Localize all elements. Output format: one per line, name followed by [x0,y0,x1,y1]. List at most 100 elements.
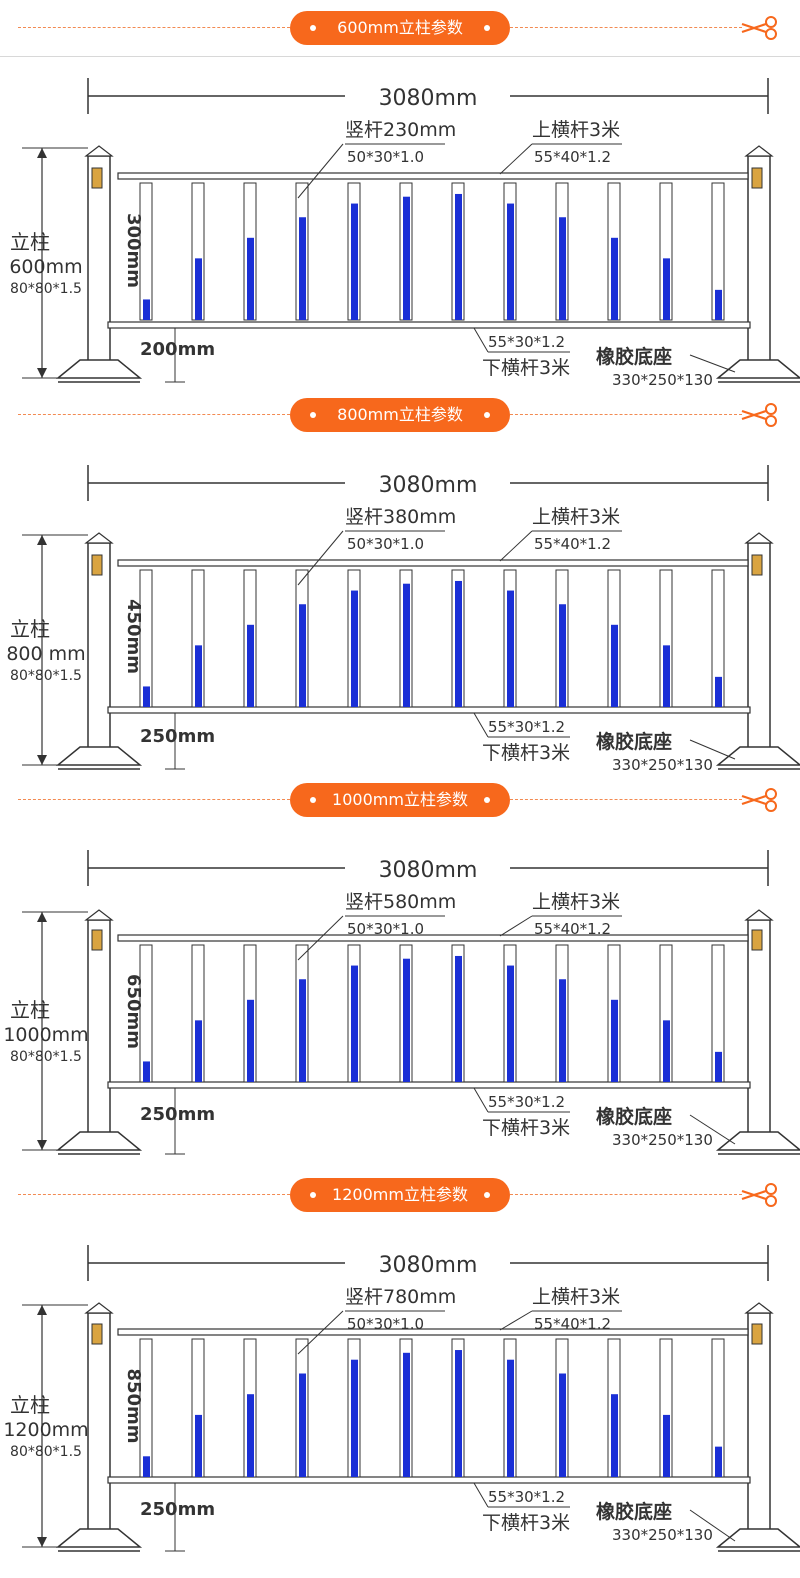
rubber-base-label: 橡胶底座 [596,345,672,368]
rubber-base-label: 橡胶底座 [596,730,672,753]
picket-blue-fill [663,645,670,707]
post-cap [744,145,774,157]
fence-picket [191,1338,205,1478]
leader-line [297,1310,344,1355]
picket-blue-fill [611,624,618,707]
scissors-icon [741,16,777,40]
total-width-label: 3080mm [379,1253,478,1278]
fence-picket [399,569,413,708]
top-rail-spec-label: 55*40*1.2 [534,535,611,553]
fence-picket [139,1338,153,1478]
dashed-divider-left [18,1194,290,1195]
picket-blue-fill [247,999,254,1082]
rail-bracket-icon [91,167,103,189]
leader-line [499,530,533,562]
fence-picket [503,944,517,1083]
top-rail-label: 上横杆3米 [532,119,620,141]
picket-blue-fill [403,958,410,1082]
picket-blue-fill [559,979,566,1082]
ground-gap-label: 250mm [140,1104,215,1125]
fence-picket [139,569,153,708]
rubber-base-spec-label: 330*250*130 [612,756,713,774]
total-width-label: 3080mm [379,473,478,498]
picket-blue-fill [611,237,618,320]
bullet-dot-icon [484,412,490,418]
fence-picket [711,944,725,1083]
post-spec-label: 80*80*1.5 [10,1049,82,1065]
inner-height-label: 300mm [123,213,144,288]
fence-picket [503,569,517,708]
picket-blue-fill [247,624,254,707]
rubber-base [715,1528,800,1548]
post-spec-label: 80*80*1.5 [10,281,82,297]
scissors-icon [741,403,777,427]
rubber-base [715,1131,800,1151]
bottom-rail [107,706,751,714]
bullet-dot-icon [484,25,490,31]
picket-blue-fill [715,676,722,707]
picket-blue-fill [403,1352,410,1477]
rubber-base-label: 橡胶底座 [596,1500,672,1523]
picket-blue-fill [663,258,670,320]
fence-picket [191,182,205,321]
post-spec-label: 80*80*1.5 [10,668,82,684]
picket-blue-fill [715,1051,722,1082]
fence-picket [139,182,153,321]
bottom-rail-label: 下横杆3米 [482,742,570,764]
picket-spec-label: 50*30*1.0 [347,148,424,166]
post-height-label: 1000mm [3,1024,88,1046]
arrow-down-icon [37,1537,47,1547]
picket-blue-fill [143,1061,150,1082]
section-banner-row: 1000mm立柱参数 [0,780,800,820]
fence-picket [451,182,465,321]
top-rail [117,559,749,567]
total-width-label: 3080mm [379,858,478,883]
fence-picket [399,944,413,1083]
fence-picket [555,944,569,1083]
fence-picket [503,182,517,321]
section-title-banner: 1200mm立柱参数 [290,1178,510,1212]
dashed-divider-right [510,27,742,28]
picket-blue-fill [143,1456,150,1477]
section-title-banner: 1000mm立柱参数 [290,783,510,817]
rail-bracket-icon [751,554,763,576]
total-width-label: 3080mm [379,86,478,111]
leader-line [297,530,344,586]
post-height-label: 1200mm [3,1419,88,1441]
arrow-down-icon [37,755,47,765]
bottom-rail-spec-label: 55*30*1.2 [488,1488,565,1506]
picket-blue-fill [351,1359,358,1477]
leader-line [473,1482,489,1508]
fence-picket [399,182,413,321]
dashed-divider-left [18,414,290,415]
picket-blue-fill [351,590,358,707]
leader-line [689,1509,736,1542]
fence-picket [347,1338,361,1478]
picket-blue-fill [663,1414,670,1477]
picket-blue-fill [611,1394,618,1477]
fence-picket [555,569,569,708]
fence-post [87,919,111,1137]
section-title: 600mm立柱参数 [337,18,463,37]
leader-line [473,327,489,353]
arrow-up-icon [37,535,47,545]
fence-picket [139,944,153,1083]
picket-blue-fill [663,1020,670,1082]
picket-spec-label: 50*30*1.0 [347,535,424,553]
fence-picket [711,1338,725,1478]
picket-blue-fill [247,1394,254,1477]
post-height-label: 600mm [9,256,82,278]
fence-picket [191,569,205,708]
fence-picket [607,182,621,321]
leader-line [499,915,533,937]
leader-line [499,143,533,175]
post-cap [744,532,774,544]
inner-height-label: 850mm [123,1368,144,1443]
picket-blue-fill [195,1020,202,1082]
